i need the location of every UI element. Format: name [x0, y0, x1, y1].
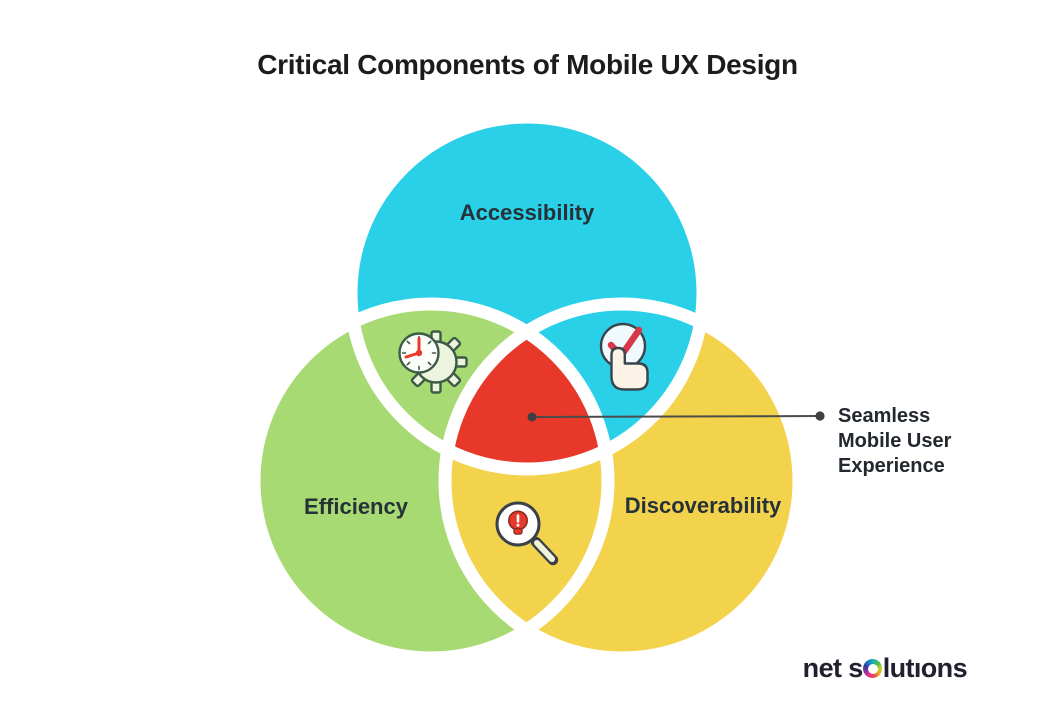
logo-rainbow-o-center — [867, 663, 878, 674]
callout-connector — [527, 411, 825, 422]
search-lightbulb-icon — [495, 501, 559, 566]
connector-end-dot — [815, 411, 825, 421]
page-title: Critical Components of Mobile UX Design — [257, 49, 798, 80]
callout-connector-line — [531, 415, 821, 418]
net-solutions-logo: net s lutıons — [802, 653, 968, 684]
connector-start-dot — [527, 412, 537, 422]
label-discoverability: Discoverability — [624, 493, 782, 518]
efficiency-circle-outline — [247, 297, 615, 665]
speedometer-gear-icon — [398, 330, 468, 394]
callout-seamless-mobile-user-experience: Seamless Mobile User Experience — [838, 405, 952, 477]
label-accessibility: Accessibility — [459, 200, 595, 225]
label-efficiency: Efficiency — [304, 494, 408, 519]
accessibility-circle-outline — [344, 110, 710, 476]
logo-rainbow-o-icon — [863, 659, 883, 678]
discoverability-circle-outline — [438, 297, 806, 665]
tap-checkmark-icon — [599, 322, 649, 391]
logo-text-left: net s — [802, 653, 864, 683]
logo-text-right: lutıons — [882, 653, 968, 683]
